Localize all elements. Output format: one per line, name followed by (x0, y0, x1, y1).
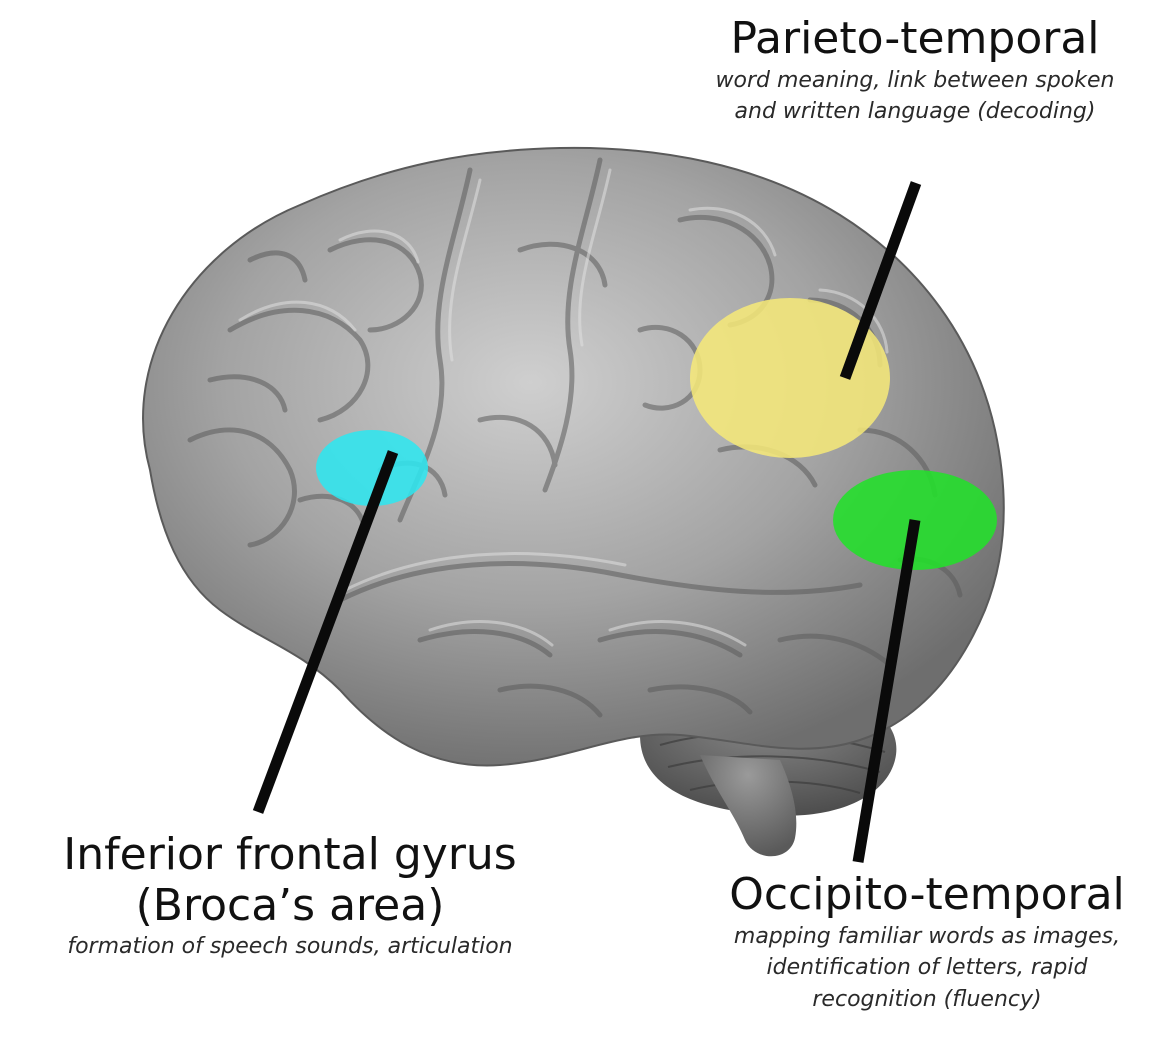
inferior-frontal-label: Inferior frontal gyrus (Broca’s area) fo… (0, 830, 580, 963)
inferior-frontal-title-line1: Inferior frontal gyrus (0, 830, 580, 881)
occipito-temporal-title: Occipito-temporal (680, 870, 1174, 921)
inferior-frontal-description: formation of speech sounds, articulation (0, 931, 580, 963)
cerebrum (143, 148, 1004, 766)
parieto-temporal-title: Parieto-temporal (660, 14, 1170, 65)
parieto-temporal-label: Parieto-temporal word meaning, link betw… (660, 14, 1170, 128)
occipito-temporal-description-line3: recognition (fluency) (680, 984, 1174, 1016)
occipito-temporal-description-line1: mapping familiar words as images, (680, 921, 1174, 953)
occipito-temporal-description-line2: identification of letters, rapid (680, 952, 1174, 984)
parieto-temporal-description-line2: and written language (decoding) (660, 96, 1170, 128)
parieto-temporal-description-line1: word meaning, link between spoken (660, 65, 1170, 97)
inferior-frontal-title-line2: (Broca’s area) (0, 881, 580, 932)
occipito-temporal-label: Occipito-temporal mapping familiar words… (680, 870, 1174, 1016)
